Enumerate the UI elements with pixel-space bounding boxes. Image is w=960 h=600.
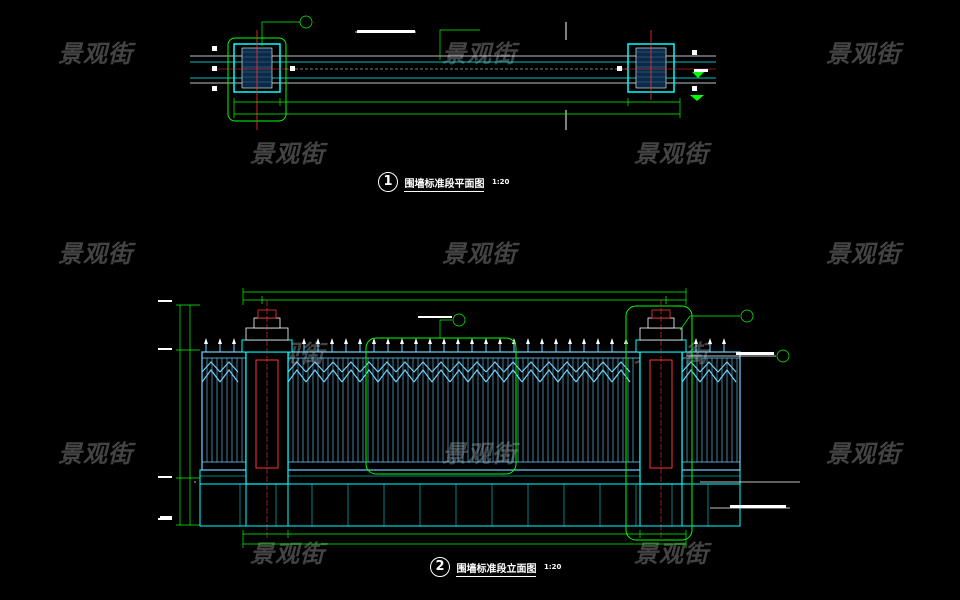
fence-arch (395, 361, 415, 383)
fence-panels (201, 351, 741, 471)
elevation-side-dimensions (176, 304, 200, 526)
elevation-detail-callouts (365, 305, 693, 541)
fence-spike-tip (456, 338, 460, 344)
fence-spike-tip (554, 338, 558, 344)
fence-spike-tip (694, 338, 698, 344)
elevation-view (158, 288, 800, 548)
fence-spike-tip (470, 338, 474, 344)
plan-elevation-marker (692, 72, 704, 78)
fence-spike-tip (204, 338, 208, 344)
fence-arch (699, 361, 719, 383)
plan-view (190, 15, 716, 130)
plan-scale: 1:20 (491, 178, 510, 186)
fence-arch (485, 361, 505, 383)
fence-spikes (204, 338, 726, 352)
fence-spike-tip (386, 338, 390, 344)
elevation-title-block: 2 围墙标准段立面图 1:20 (430, 557, 561, 577)
plan-pillar-left (210, 30, 298, 130)
fence-arch (681, 361, 701, 383)
elevation-scale: 1:20 (543, 563, 562, 571)
fence-arch (593, 361, 613, 383)
fence-arch (287, 361, 307, 383)
fence-arch (611, 361, 631, 383)
fence-spike-tip (596, 338, 600, 344)
fence-arch (341, 361, 361, 383)
fence-spike-tip (526, 338, 530, 344)
fence-arch (305, 361, 325, 383)
fence-spike-tip (232, 338, 236, 344)
fence-arch (539, 361, 559, 383)
plan-leaders (261, 15, 480, 60)
plan-pillar-right (620, 30, 716, 100)
fence-arch (449, 361, 469, 383)
fence-spike-tip (302, 338, 306, 344)
fence-arch (323, 361, 343, 383)
fence-spike-tip (498, 338, 502, 344)
plan-note-bars (357, 30, 708, 72)
elevation-pillar-left (241, 300, 293, 540)
fence-arch (467, 361, 487, 383)
fence-arch (575, 361, 595, 383)
fence-spike-tip (330, 338, 334, 344)
fence-spike-tip (722, 338, 726, 344)
fence-spike-tip (400, 338, 404, 344)
elevation-base-joints (239, 484, 709, 526)
plan-dimensions (233, 98, 681, 118)
fence-spike-tip (708, 338, 712, 344)
fence-spike-tip (414, 338, 418, 344)
elevation-top-dimensions (242, 288, 687, 305)
fence-spike-tip (372, 338, 376, 344)
fence-arch (377, 361, 397, 383)
fence-spike-tip (484, 338, 488, 344)
fence-arch (359, 361, 379, 383)
plan-title: 围墙标准段平面图 (404, 178, 485, 192)
fence-spike-tip (512, 338, 516, 344)
plan-markers (212, 46, 697, 91)
fence-arch (219, 361, 239, 383)
fence-spike-tip (568, 338, 572, 344)
fence-spike-tip (610, 338, 614, 344)
fence-arch (413, 361, 433, 383)
elevation-pillar-right (635, 300, 687, 540)
fence-arch (503, 361, 523, 383)
fence-spike-tip (218, 338, 222, 344)
fence-spike-tip (358, 338, 362, 344)
elevation-level-markers (158, 300, 172, 520)
fence-arch (521, 361, 541, 383)
fence-spike-tip (428, 338, 432, 344)
fence-arch (201, 361, 221, 383)
plan-level-marker (690, 95, 704, 101)
fence-spike-tip (442, 338, 446, 344)
fence-arch (557, 361, 577, 383)
fence-spike-tip (540, 338, 544, 344)
plan-number-badge: 1 (378, 172, 398, 192)
ground-level-marker (160, 516, 172, 520)
elevation-leaders (194, 309, 800, 509)
plan-title-block: 1 围墙标准段平面图 1:20 (378, 172, 509, 192)
fence-spike-tip (316, 338, 320, 344)
elevation-note-bars (418, 316, 786, 508)
fence-frame (287, 351, 641, 471)
fence-spike-tip (344, 338, 348, 344)
fence-arch (431, 361, 451, 383)
elevation-title: 围墙标准段立面图 (456, 563, 537, 577)
fence-spike-tip (582, 338, 586, 344)
elevation-bottom-dimensions (242, 530, 687, 548)
elevation-number-badge: 2 (430, 557, 450, 577)
fence-frame (201, 351, 247, 471)
fence-arch (717, 361, 737, 383)
